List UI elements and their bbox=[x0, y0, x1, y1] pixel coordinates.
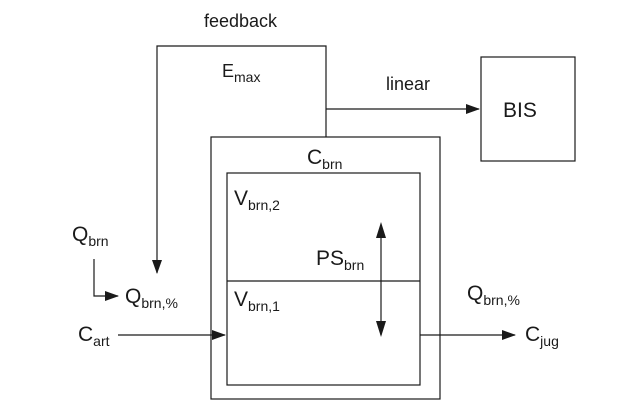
bis-box bbox=[480, 56, 576, 162]
qbrnpct-right-label: Qbrn,% bbox=[467, 282, 520, 308]
emax-sub: max bbox=[234, 69, 260, 85]
qbrn-label: Qbrn bbox=[72, 223, 109, 249]
bis-label: BIS bbox=[503, 99, 537, 122]
ps-arrowhead-down bbox=[376, 321, 386, 337]
vbrn1-main: V bbox=[234, 288, 248, 311]
psbrn-sub: brn bbox=[344, 257, 364, 273]
vbrn1-sub: brn,1 bbox=[248, 298, 280, 314]
cbrn-sub: brn bbox=[322, 156, 342, 172]
cbrn-label: Cbrn bbox=[307, 146, 342, 172]
compartment-box bbox=[226, 172, 421, 386]
qbrn-sub: brn bbox=[88, 233, 108, 249]
emax-main: E bbox=[222, 61, 234, 81]
linear-label: linear bbox=[386, 74, 430, 94]
emax-label: Emax bbox=[222, 61, 260, 85]
qbrnpct-right-sub: brn,% bbox=[483, 292, 520, 308]
qbrn-arrow bbox=[93, 259, 119, 301]
vbrn2-label: Vbrn,2 bbox=[234, 187, 280, 213]
ps-arrowhead-up bbox=[376, 222, 386, 238]
qbrnpct-left-sub: brn,% bbox=[141, 295, 178, 311]
cjug-main: C bbox=[525, 323, 540, 346]
cjug-label: Cjug bbox=[525, 323, 559, 349]
qbrnpct-right-main: Q bbox=[467, 282, 483, 305]
qbrnpct-left-main: Q bbox=[125, 285, 141, 308]
qbrn-main: Q bbox=[72, 223, 88, 246]
cjug-sub: jug bbox=[539, 333, 559, 349]
cart-sub: art bbox=[93, 333, 109, 349]
psbrn-main: PS bbox=[316, 247, 344, 270]
qbrnpct-left-label: Qbrn,% bbox=[125, 285, 178, 311]
cbrn-main: C bbox=[307, 146, 322, 169]
vbrn2-sub: brn,2 bbox=[248, 197, 280, 213]
psbrn-label: PSbrn bbox=[316, 247, 364, 273]
cart-label: Cart bbox=[78, 323, 110, 349]
feedback-label: feedback bbox=[204, 11, 278, 31]
vbrn1-label: Vbrn,1 bbox=[234, 288, 280, 314]
vbrn2-main: V bbox=[234, 187, 248, 210]
cart-main: C bbox=[78, 323, 93, 346]
feedback-line bbox=[152, 45, 327, 274]
